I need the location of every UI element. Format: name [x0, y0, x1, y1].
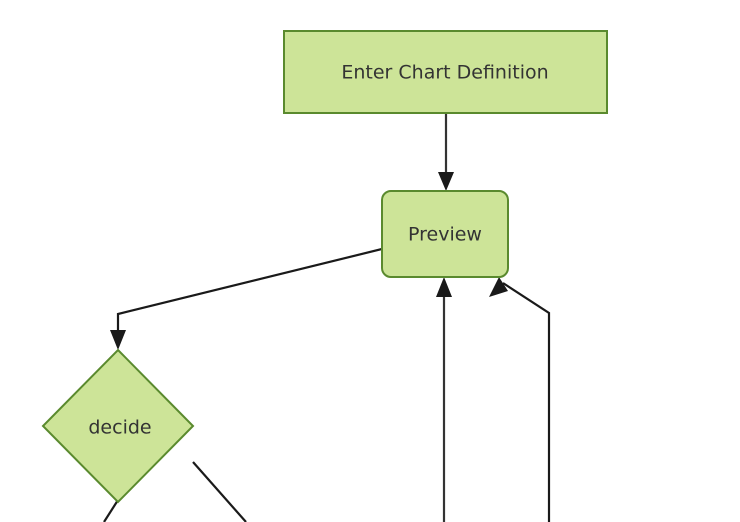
- node-decide-label: decide: [88, 417, 151, 439]
- edge-layer: [103, 113, 551, 522]
- edge-enter-to-preview: [438, 113, 454, 191]
- node-layer: Enter Chart Definition Preview decide: [41, 30, 608, 504]
- node-enter-chart-definition-shape[interactable]: [283, 30, 608, 114]
- node-preview-shape[interactable]: [381, 190, 509, 278]
- node-preview[interactable]: Preview: [381, 190, 509, 278]
- node-decide[interactable]: decide: [41, 348, 195, 504]
- arrowhead-bottom-center-to-preview: [436, 277, 452, 297]
- edge-preview-to-decide: [110, 247, 383, 350]
- node-enter-chart-definition-label: Enter Chart Definition: [341, 62, 548, 84]
- node-enter-chart-definition[interactable]: Enter Chart Definition: [283, 30, 608, 114]
- edge-decide-bottom-out: [103, 499, 119, 522]
- edge-bottom-center-to-preview: [436, 277, 452, 522]
- arrowhead-preview-to-decide: [110, 330, 126, 350]
- arrowhead-bottom-right-to-preview: [489, 277, 508, 297]
- edge-bottom-right-to-preview: [489, 277, 551, 522]
- edge-bottom-right-to-preview-line: [502, 282, 551, 522]
- arrowhead-enter-to-preview: [438, 172, 454, 191]
- node-decide-shape[interactable]: [41, 348, 195, 504]
- edge-decide-right-out: [192, 461, 247, 522]
- node-preview-label: Preview: [408, 224, 482, 246]
- edge-preview-to-decide-line: [116, 247, 383, 340]
